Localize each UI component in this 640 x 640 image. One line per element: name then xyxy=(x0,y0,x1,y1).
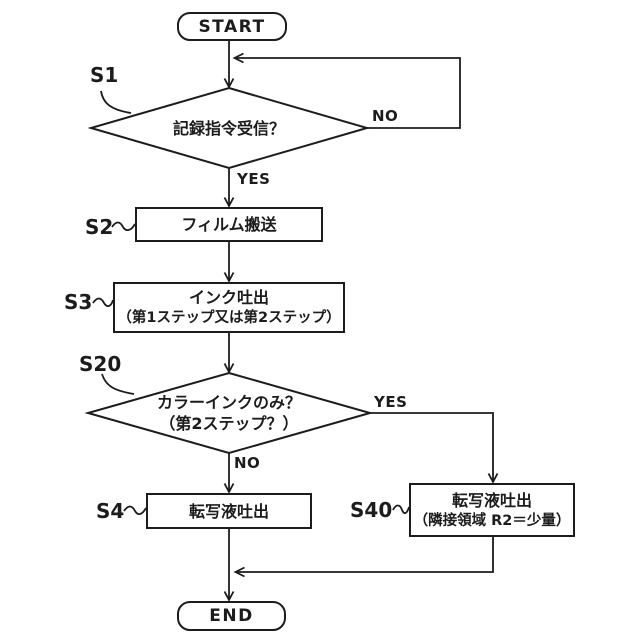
process-s3: インク吐出 （第1ステップ又は第2ステップ） xyxy=(113,282,345,333)
edge-label-s20-yes: YES xyxy=(374,393,408,411)
process-s2-text: フィルム搬送 xyxy=(181,215,277,234)
process-s40-line1: 転写液吐出 xyxy=(451,490,532,510)
process-s3-line2: （第1ステップ又は第2ステップ） xyxy=(117,310,341,326)
decision-s1-shape xyxy=(87,86,371,170)
arrowhead-down-s4 xyxy=(223,483,235,494)
terminal-start-label: START xyxy=(198,16,266,37)
process-s2: フィルム搬送 xyxy=(135,207,323,242)
step-tag-s3: S3 xyxy=(64,290,93,314)
step-tag-s40: S40 xyxy=(350,498,393,522)
process-s4: 転写液吐出 xyxy=(146,493,312,529)
leader-s3 xyxy=(92,297,114,307)
process-s4-text: 転写液吐出 xyxy=(188,501,269,521)
arrowhead-left-merge xyxy=(233,566,245,578)
arrowhead-left-loop xyxy=(232,52,244,64)
process-s3-line1: インク吐出 xyxy=(188,288,269,307)
edge-s20-yes-to-s40 xyxy=(370,412,494,481)
decision-s20-shape xyxy=(84,371,374,455)
leader-s20 xyxy=(101,373,135,395)
leader-s2 xyxy=(111,221,136,231)
decision-s1-text: 記録指令受信？ xyxy=(172,118,285,138)
edge-label-s20-no: NO xyxy=(234,454,261,472)
process-s40-line2: （隣接領域 R2＝少量） xyxy=(413,512,571,529)
edge-label-s1-no: NO xyxy=(372,107,399,125)
arrowhead-down-s40 xyxy=(487,473,499,484)
terminal-start: START xyxy=(177,12,287,41)
step-tag-s1: S1 xyxy=(90,63,119,87)
decision-s20-text-wrap: カラーインクのみ？ （第2ステップ？） xyxy=(88,392,370,434)
edge-label-s1-yes: YES xyxy=(237,170,271,188)
terminal-end: END xyxy=(177,601,286,631)
leader-s1 xyxy=(100,90,132,114)
decision-s20-line2: （第2ステップ？） xyxy=(159,414,299,433)
step-tag-s20: S20 xyxy=(79,352,122,376)
decision-s20-line1: カラーインクのみ？ xyxy=(156,393,301,412)
leader-s4 xyxy=(123,505,147,515)
edge-s40-merge xyxy=(236,537,494,573)
decision-s1-text-wrap: 記録指令受信？ xyxy=(91,118,367,138)
step-tag-s4: S4 xyxy=(96,499,125,523)
process-s40: 転写液吐出 （隣接領域 R2＝少量） xyxy=(409,483,575,537)
arrowhead-down-s2 xyxy=(223,197,235,208)
edge-s1-no-loop xyxy=(235,57,461,129)
step-tag-s2: S2 xyxy=(85,215,114,239)
arrowhead-down-s3 xyxy=(223,272,235,283)
arrowhead-down-end xyxy=(223,591,235,602)
leader-s40 xyxy=(392,504,410,514)
terminal-end-label: END xyxy=(209,606,254,626)
